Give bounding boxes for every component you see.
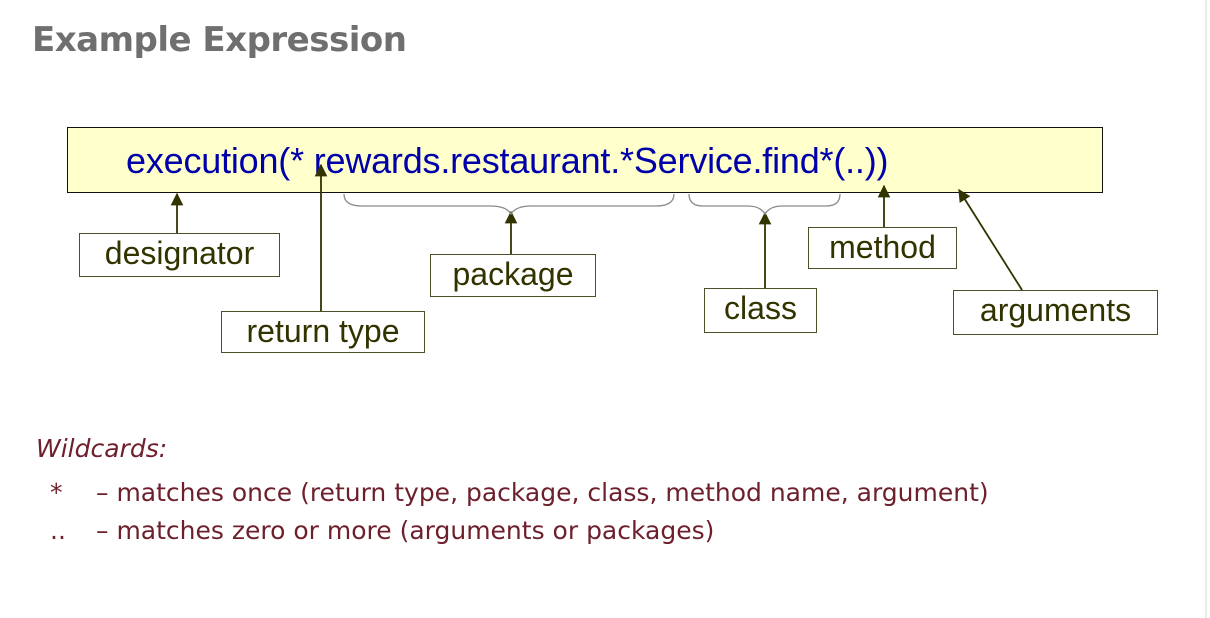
- designator-label: designator: [79, 233, 280, 277]
- wildcard-symbol: *: [50, 478, 63, 507]
- wildcard-description: – matches zero or more (arguments or pac…: [96, 516, 715, 545]
- class-brace: [688, 193, 841, 216]
- wildcards-list: * – matches once (return type, package, …: [0, 478, 1180, 554]
- wildcard-symbol: ..: [50, 516, 66, 545]
- arguments-label: arguments: [953, 290, 1158, 335]
- pointcut-expression: execution(* rewards.restaurant.*Service.…: [126, 140, 889, 181]
- class-label: class: [704, 288, 817, 333]
- expression-box: [67, 127, 1103, 193]
- wildcard-description: – matches once (return type, package, cl…: [96, 478, 989, 507]
- arguments-arrow: [958, 188, 1023, 291]
- slide-edge-divider: [1205, 0, 1207, 618]
- package-label: package: [430, 254, 596, 297]
- method-label: method: [808, 227, 957, 269]
- wildcards-heading: Wildcards:: [36, 434, 168, 463]
- wildcard-item-dotdot: .. – matches zero or more (arguments or …: [0, 516, 1180, 554]
- return-type-label: return type: [221, 311, 425, 353]
- package-brace: [343, 193, 675, 216]
- slide-title: Example Expression: [32, 20, 407, 60]
- wildcard-item-star: * – matches once (return type, package, …: [0, 478, 1180, 516]
